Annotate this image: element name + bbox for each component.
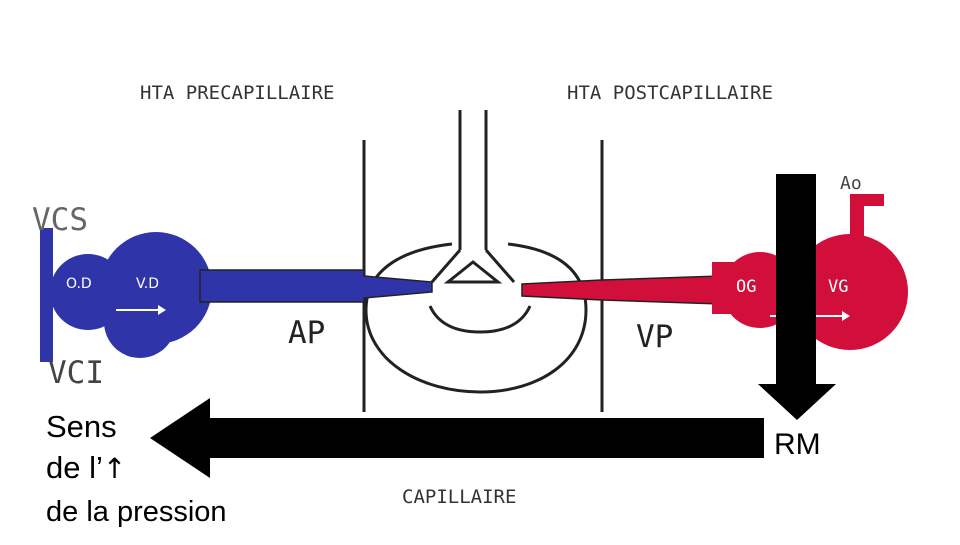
label-hta-postcapillaire: HTA POSTCAPILLAIRE xyxy=(567,82,773,104)
label-vcs: VCS xyxy=(32,202,88,238)
central-tube-fork xyxy=(430,249,516,284)
label-ap: AP xyxy=(288,315,326,351)
up-arrow-icon: ↑ xyxy=(102,452,127,485)
label-vp: VP xyxy=(636,319,674,355)
label-vg: VG xyxy=(828,277,849,297)
pulmonary-artery-ap xyxy=(199,269,433,303)
label-vd: V.D xyxy=(136,276,160,292)
sens-line-2: de l’↑ xyxy=(46,452,126,483)
left-ventricle-vg xyxy=(792,234,908,350)
label-od: O.D xyxy=(66,276,92,292)
label-ao: Ao xyxy=(840,173,862,194)
right-ventricle-bottom xyxy=(104,286,176,358)
rm-arrow-head xyxy=(758,384,836,420)
od-vd-arrowhead xyxy=(158,305,166,315)
aorta-ao-top xyxy=(850,194,884,206)
label-hta-precapillaire: HTA PRECAPILLAIRE xyxy=(140,82,335,104)
og-vg-arrowhead xyxy=(842,311,850,321)
capillary-inner-arc xyxy=(428,305,532,334)
pressure-arrow-head xyxy=(150,398,210,478)
sens-line-2-text: de l’ xyxy=(46,450,103,485)
label-rm: RM xyxy=(774,428,821,461)
label-og: OG xyxy=(736,277,757,297)
rm-arrow-shaft xyxy=(776,174,816,386)
pulmonary-vein-vp xyxy=(521,275,721,305)
vcs-vci-vein xyxy=(40,228,53,362)
label-capillaire: CAPILLAIRE xyxy=(402,486,517,508)
pressure-arrow-shaft xyxy=(210,418,764,458)
label-vci: VCI xyxy=(48,355,104,391)
sens-line-1: Sens xyxy=(46,409,117,444)
sens-line-3: de la pression xyxy=(46,496,227,528)
